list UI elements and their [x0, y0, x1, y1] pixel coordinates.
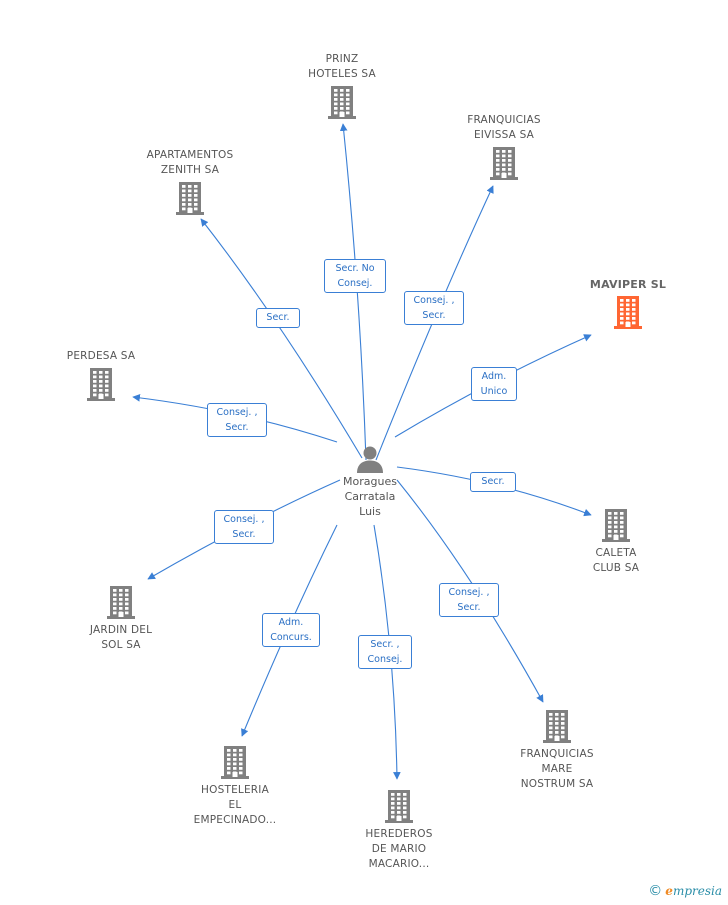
edge-role-label-jardin: Consej. , Secr.: [214, 510, 274, 544]
company-node-franquicias-mare[interactable]: FRANQUICIAS MARE NOSTRUM SA: [502, 709, 612, 792]
company-node-apartamentos[interactable]: APARTAMENTOS ZENITH SA: [135, 148, 245, 215]
edge-role-label-franquicias-eivissa: Consej. , Secr.: [404, 291, 464, 325]
company-node-franquicias-eivissa[interactable]: FRANQUICIAS EIVISSA SA: [449, 113, 559, 180]
company-label: PRINZ HOTELES SA: [308, 53, 376, 80]
edge-role-label-apartamentos: Secr.: [256, 308, 300, 328]
company-label: FRANQUICIAS MARE NOSTRUM SA: [520, 748, 594, 790]
company-node-perdesa[interactable]: PERDESA SA: [46, 349, 156, 401]
company-label: PERDESA SA: [66, 350, 136, 362]
building-icon: [176, 182, 204, 215]
edge-role-label-maviper: Adm. Unico: [471, 367, 517, 401]
company-node-herederos[interactable]: HEREDEROS DE MARIO MACARIO...: [344, 789, 454, 872]
building-icon: [385, 790, 413, 823]
edge-role-label-hosteleria: Adm. Concurs.: [262, 613, 320, 647]
edge-role-label-caleta: Secr.: [470, 472, 516, 492]
company-label: HOSTELERIA EL EMPECINADO...: [193, 784, 277, 826]
empresia-logo: ©empresia: [648, 883, 722, 899]
company-label: FRANQUICIAS EIVISSA SA: [467, 114, 541, 141]
company-label: HEREDEROS DE MARIO MACARIO...: [365, 828, 433, 870]
copyright-symbol: ©: [648, 883, 663, 899]
edge-role-label-perdesa: Consej. , Secr.: [207, 403, 267, 437]
person-icon: [357, 446, 383, 473]
building-icon: [543, 710, 571, 743]
building-icon: [614, 296, 642, 329]
edge-role-label-prinz: Secr. No Consej.: [324, 259, 386, 293]
company-label: JARDIN DEL SOL SA: [89, 624, 153, 651]
edge-role-label-herederos: Secr. , Consej.: [358, 635, 412, 669]
edge-line-apartamentos: [200, 218, 363, 459]
building-icon: [602, 509, 630, 542]
company-node-prinz[interactable]: PRINZ HOTELES SA: [287, 52, 397, 119]
company-node-hosteleria[interactable]: HOSTELERIA EL EMPECINADO...: [180, 745, 290, 828]
edge-line-franquicias-mare: [396, 479, 544, 703]
building-icon: [328, 86, 356, 119]
company-label: MAVIPER SL: [589, 278, 667, 291]
building-icon: [107, 586, 135, 619]
center-person-node[interactable]: Moragues Carratala Luis: [328, 444, 412, 519]
company-node-caleta[interactable]: CALETA CLUB SA: [561, 508, 671, 576]
company-node-jardin[interactable]: JARDIN DEL SOL SA: [66, 585, 176, 653]
company-label: APARTAMENTOS ZENITH SA: [146, 149, 234, 176]
brand-name: mpresia: [672, 884, 722, 898]
company-label: CALETA CLUB SA: [592, 547, 640, 574]
building-icon: [87, 368, 115, 401]
building-icon: [490, 147, 518, 180]
brand-initial: e: [665, 884, 673, 898]
center-person-label: Moragues Carratala Luis: [343, 475, 397, 518]
company-node-maviper[interactable]: MAVIPER SL: [573, 277, 683, 329]
edge-role-label-franquicias-mare: Consej. , Secr.: [439, 583, 499, 617]
building-icon: [221, 746, 249, 779]
